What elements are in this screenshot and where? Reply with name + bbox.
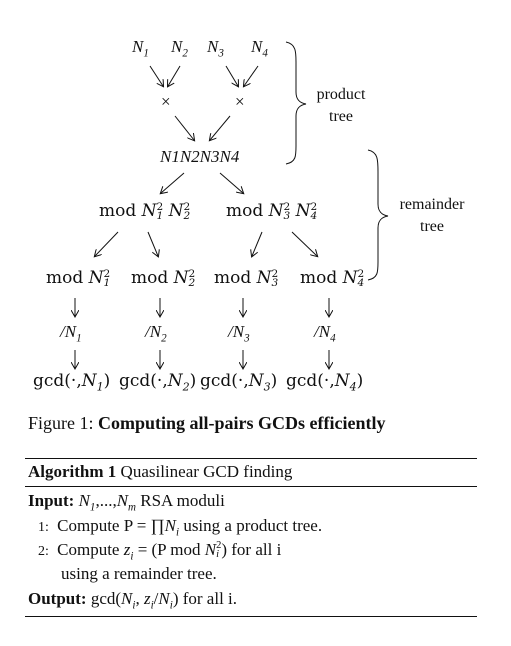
division-n2: /N2 (145, 322, 167, 345)
gcd-n2: gcd(·,N2) (119, 371, 197, 394)
algorithm-header: Algorithm 1 Quasilinear GCD finding (28, 462, 292, 482)
step-text: Compute P = ∏Ni using a product tree. (57, 516, 323, 539)
algorithm-output: Output: gcd(Ni, zi/Ni) for all i. (28, 589, 237, 611)
product-tree-brace (285, 41, 307, 165)
algorithm-step-2-continued: using a remainder tree. (61, 564, 217, 584)
algorithm-step-1: 1: Compute P = ∏Ni using a product tree. (38, 516, 322, 538)
edge-mod34-mod3 (252, 231, 263, 256)
step-text: using a remainder tree. (61, 564, 217, 583)
edge-mod12-mod1 (95, 231, 119, 256)
output-label: Output: (28, 589, 87, 608)
algorithm-title: Quasilinear GCD finding (120, 462, 293, 481)
leaf-n3: N3 (207, 37, 224, 60)
product-tree-label-line1: product (316, 86, 366, 103)
multiply-symbol-left: × (161, 92, 171, 111)
edge-mod12-mod2 (147, 231, 158, 256)
division-n4: /N4 (314, 322, 336, 345)
algorithm-number: Algorithm 1 (28, 462, 117, 481)
product-tree-label: product tree (306, 86, 376, 126)
input-text: N1,...,Nm RSA moduli (78, 491, 225, 514)
algorithm-header-rule (25, 486, 477, 487)
leaf-n4: N4 (251, 37, 268, 60)
edge-mult1-product (174, 115, 194, 140)
multiply-symbol-right: × (235, 92, 245, 111)
leaf-n2: N2 (171, 37, 188, 60)
figure-caption: Figure 1: Computing all-pairs GCDs effic… (28, 413, 386, 434)
algorithm-top-rule (25, 458, 477, 459)
edge-mult2-product (210, 115, 231, 140)
step-number: 1: (38, 520, 49, 535)
input-label: Input: (28, 491, 75, 510)
leaf-n1: N1 (132, 37, 149, 60)
step-number: 2: (38, 544, 49, 559)
edge-n1-mult (149, 65, 163, 86)
division-n3: /N3 (228, 322, 250, 345)
output-text: gcd(Ni, zi/Ni) for all i. (90, 589, 238, 612)
algorithm-input: Input: N1,...,Nm RSA moduli (28, 491, 225, 513)
gcd-n3: gcd(·,N3) (200, 371, 278, 394)
product-tree-label-line2: tree (329, 108, 353, 125)
figure-caption-text: Computing all-pairs GCDs efficiently (98, 413, 386, 433)
division-n1: /N1 (60, 322, 82, 345)
edge-product-mod34 (219, 172, 243, 193)
remainder-tree-label-line2: tree (420, 218, 444, 235)
remainder-tree-label-line1: remainder (399, 196, 465, 213)
remainder-tree-label: remainder tree (384, 196, 480, 236)
gcd-n1: gcd(·,N1) (33, 371, 111, 394)
edge-product-mod12 (161, 172, 185, 193)
product-node: N1N2N3N4 (160, 147, 240, 166)
algorithm-bottom-rule (25, 616, 477, 617)
edge-mod34-mod4 (291, 231, 317, 256)
gcd-n4: gcd(·,N4) (286, 371, 364, 394)
edge-n3-mult (225, 65, 238, 86)
tree-diagram (0, 41, 389, 400)
remainder-tree-brace (367, 149, 389, 281)
edge-n2-mult (168, 65, 181, 86)
figure-number: Figure 1: (28, 413, 94, 433)
edge-n4-mult (244, 65, 259, 86)
